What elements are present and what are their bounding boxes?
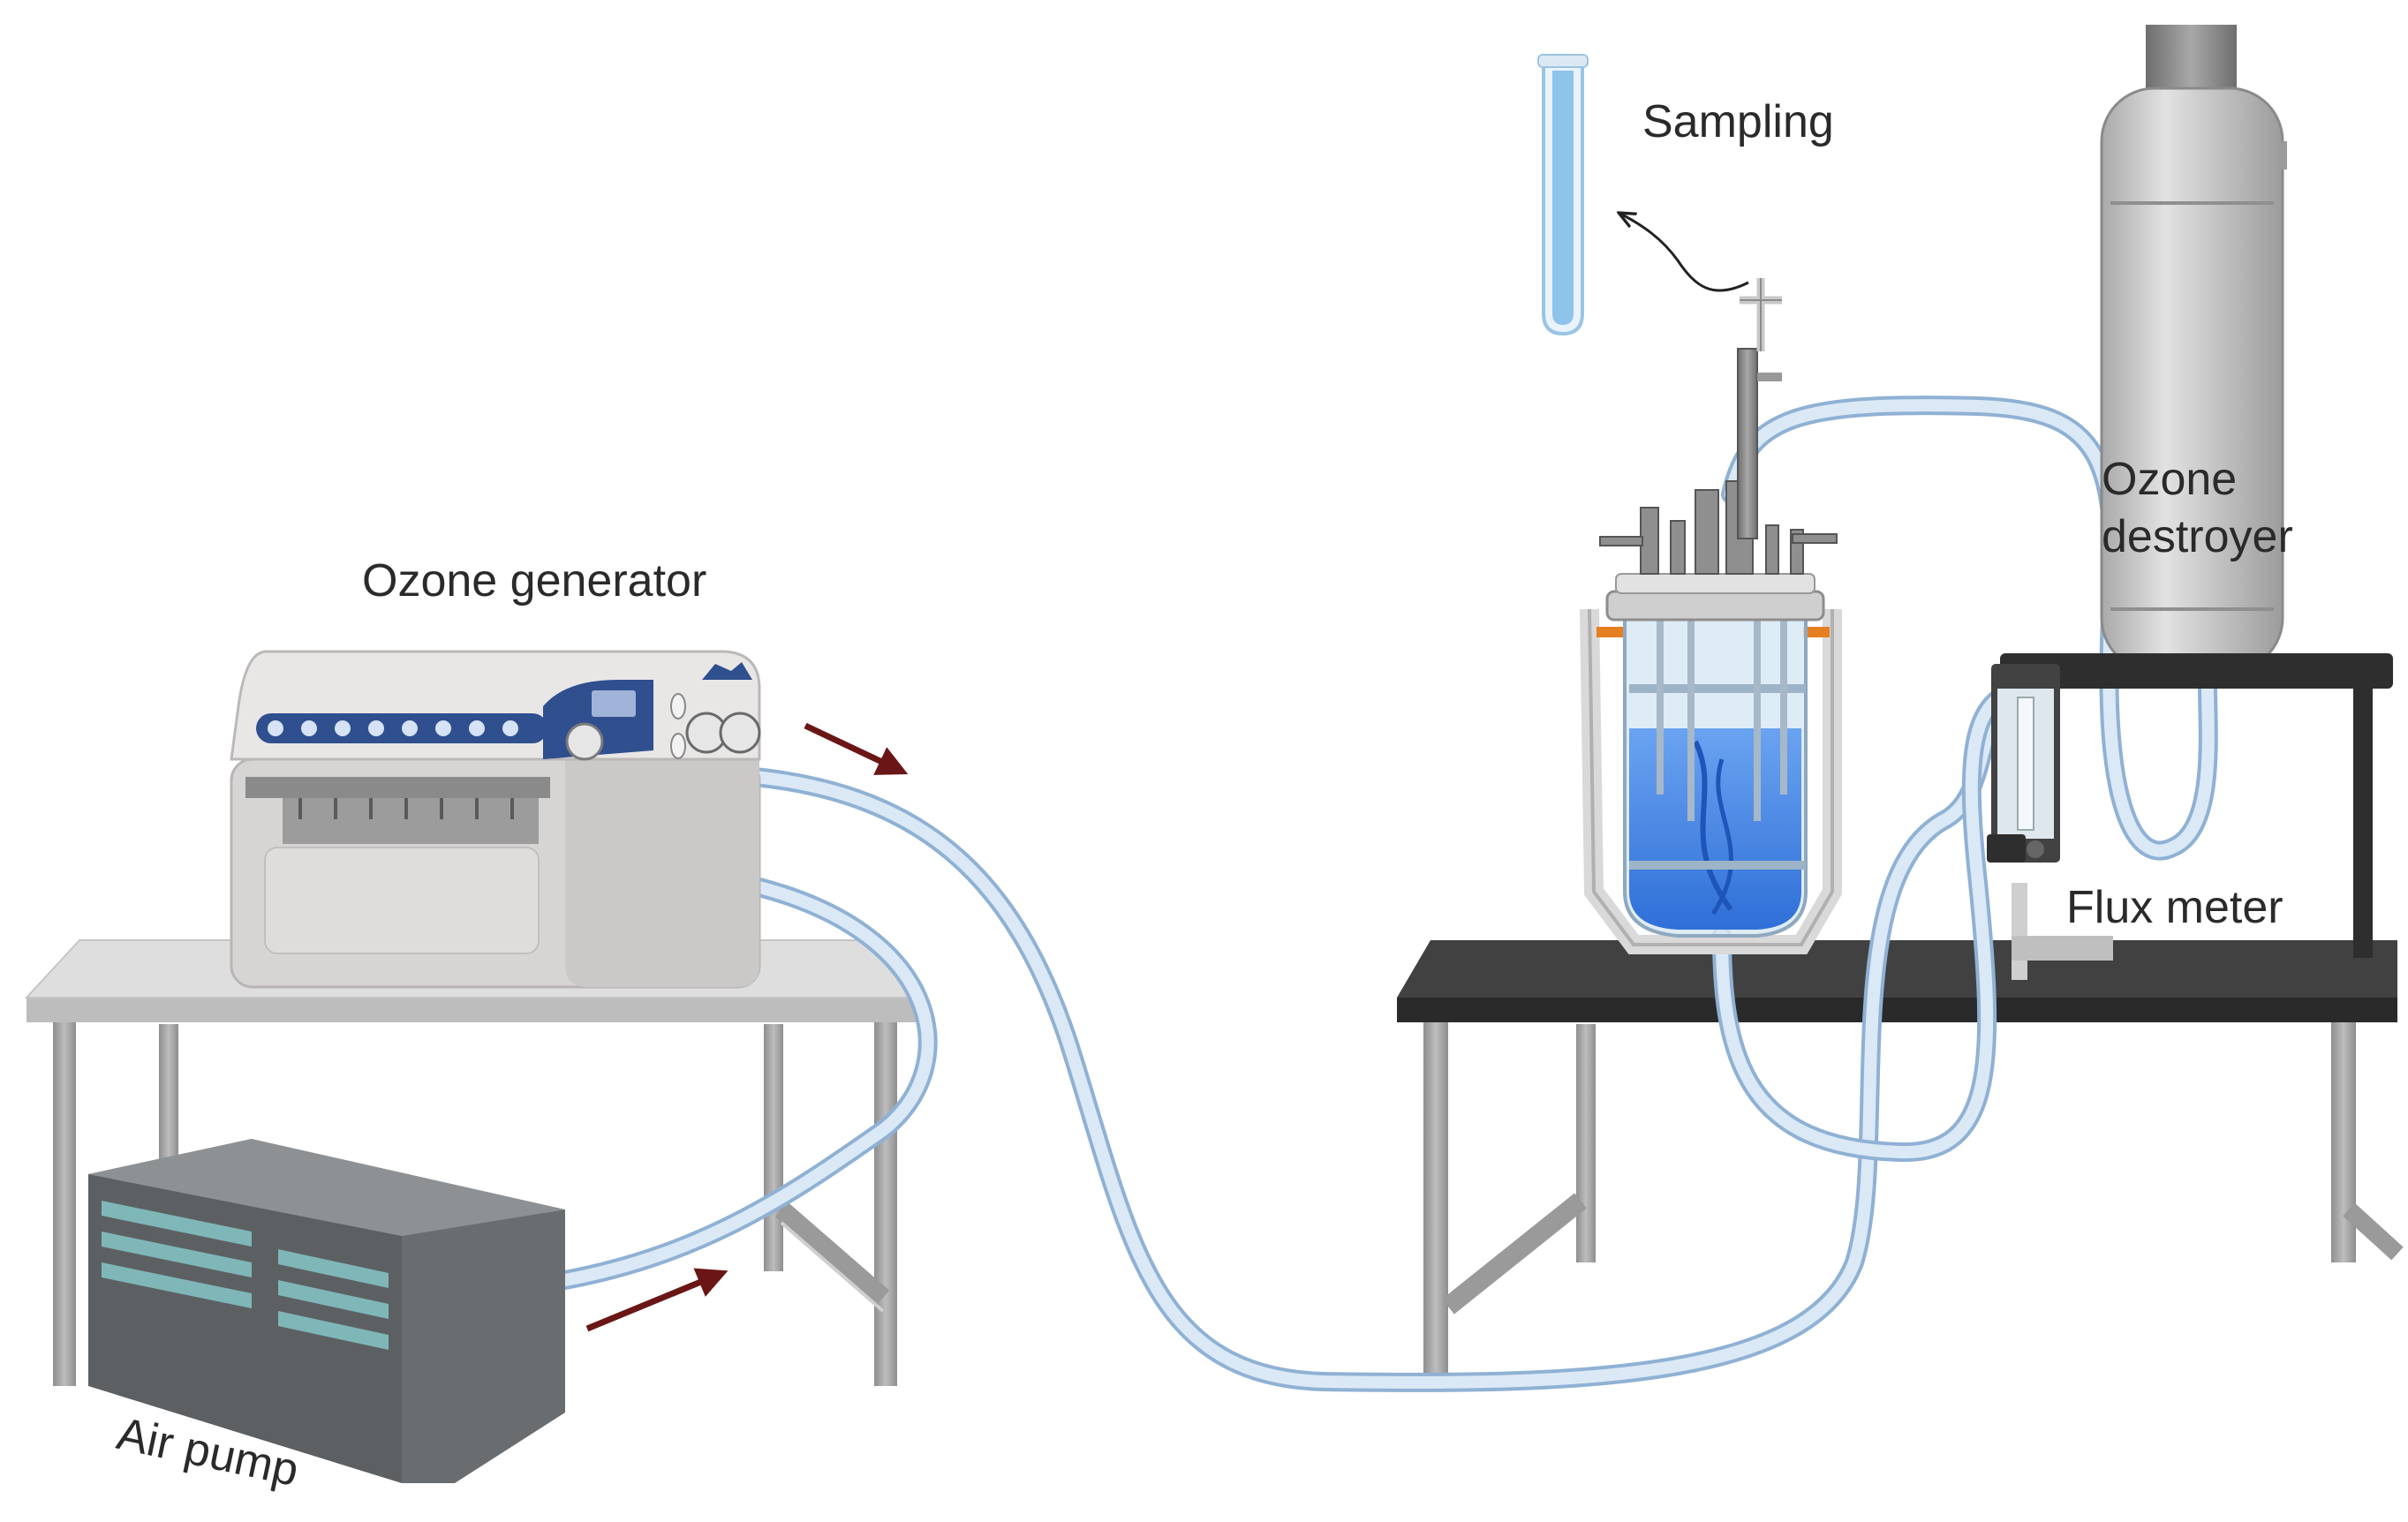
generator-knob	[565, 722, 604, 761]
label-ozone-destroyer-line1: Ozone	[2102, 454, 2237, 505]
reactor-liquid	[1629, 728, 1801, 930]
bioreactor	[1580, 278, 1842, 954]
ozone-destroyer	[2000, 25, 2393, 958]
air-pump	[88, 1139, 565, 1483]
tubing	[555, 396, 2218, 1392]
generator-panel-dots	[268, 720, 518, 736]
flow-arrow-generator	[804, 722, 909, 775]
flux-meter	[1987, 664, 2113, 980]
flow-arrow-pump	[585, 1268, 728, 1332]
generator-display	[592, 690, 636, 717]
test-tube	[1537, 54, 1589, 336]
pump-vents	[102, 1201, 389, 1350]
label-ozone-destroyer-line2: destroyer	[2102, 511, 2293, 562]
ozone-generator	[230, 650, 761, 989]
right-table	[1397, 940, 2404, 1386]
label-ozone-generator: Ozone generator	[362, 555, 706, 607]
label-flux-meter: Flux meter	[2066, 882, 2283, 933]
label-sampling: Sampling	[1642, 96, 1834, 147]
sampling-arrow	[1620, 214, 1749, 292]
